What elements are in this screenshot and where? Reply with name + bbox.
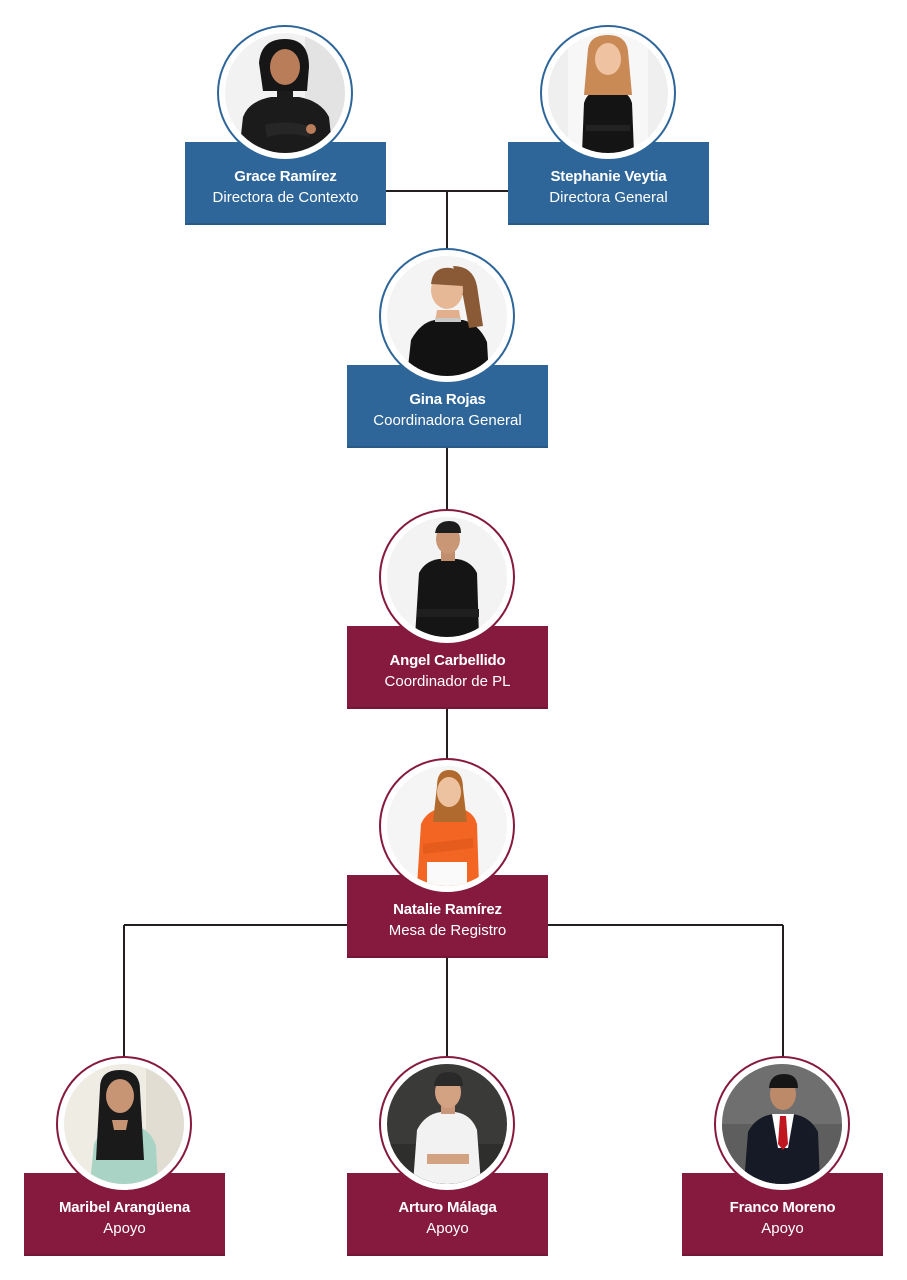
photo-arturo bbox=[379, 1056, 515, 1192]
name-gina: Gina Rojas bbox=[409, 391, 486, 408]
photo-franco bbox=[714, 1056, 850, 1192]
role-maribel: Apoyo bbox=[103, 1220, 146, 1237]
photo-stephanie bbox=[540, 25, 676, 161]
photo-angel bbox=[379, 509, 515, 645]
name-stephanie: Stephanie Veytia bbox=[550, 168, 667, 185]
name-grace: Grace Ramírez bbox=[234, 168, 337, 185]
role-gina: Coordinadora General bbox=[373, 412, 522, 429]
org-node-stephanie: Stephanie Veytia Directora General bbox=[508, 25, 709, 225]
portrait-man-white-shirt-icon bbox=[387, 1064, 507, 1184]
role-stephanie: Directora General bbox=[549, 189, 668, 206]
name-angel: Angel Carbellido bbox=[389, 652, 506, 669]
name-franco: Franco Moreno bbox=[729, 1199, 836, 1216]
role-natalie: Mesa de Registro bbox=[388, 922, 507, 939]
portrait-woman-black-blazer-icon bbox=[548, 33, 668, 153]
role-franco: Apoyo bbox=[761, 1220, 804, 1237]
card-gina: Gina Rojas Coordinadora General bbox=[347, 365, 548, 448]
photo-maribel bbox=[56, 1056, 192, 1192]
name-maribel: Maribel Arangüena bbox=[58, 1199, 191, 1216]
portrait-man-black-shirt-icon bbox=[387, 517, 507, 637]
org-node-grace: Grace Ramírez Directora de Contexto bbox=[185, 25, 386, 225]
portrait-woman-black-halter-icon bbox=[387, 256, 507, 376]
photo-natalie bbox=[379, 758, 515, 894]
org-node-angel: Angel Carbellido Coordinador de PL bbox=[347, 509, 548, 709]
portrait-woman-green-dress-icon bbox=[64, 1064, 184, 1184]
org-node-arturo: Arturo Málaga Apoyo bbox=[347, 1056, 548, 1256]
org-node-franco: Franco Moreno Apoyo bbox=[682, 1056, 883, 1256]
role-angel: Coordinador de PL bbox=[384, 673, 511, 690]
photo-gina bbox=[379, 248, 515, 384]
photo-grace bbox=[217, 25, 353, 161]
org-node-maribel: Maribel Arangüena Apoyo bbox=[24, 1056, 225, 1256]
name-arturo: Arturo Málaga bbox=[398, 1199, 497, 1216]
portrait-man-suit-red-tie-icon bbox=[722, 1064, 842, 1184]
portrait-woman-orange-shirt-icon bbox=[387, 766, 507, 886]
org-node-gina: Gina Rojas Coordinadora General bbox=[347, 248, 548, 448]
name-natalie: Natalie Ramírez bbox=[393, 901, 502, 918]
role-arturo: Apoyo bbox=[426, 1220, 469, 1237]
card-grace: Grace Ramírez Directora de Contexto bbox=[185, 142, 386, 225]
role-grace: Directora de Contexto bbox=[212, 189, 359, 206]
org-node-natalie: Natalie Ramírez Mesa de Registro bbox=[347, 758, 548, 958]
portrait-woman-black-turtleneck-icon bbox=[225, 33, 345, 153]
